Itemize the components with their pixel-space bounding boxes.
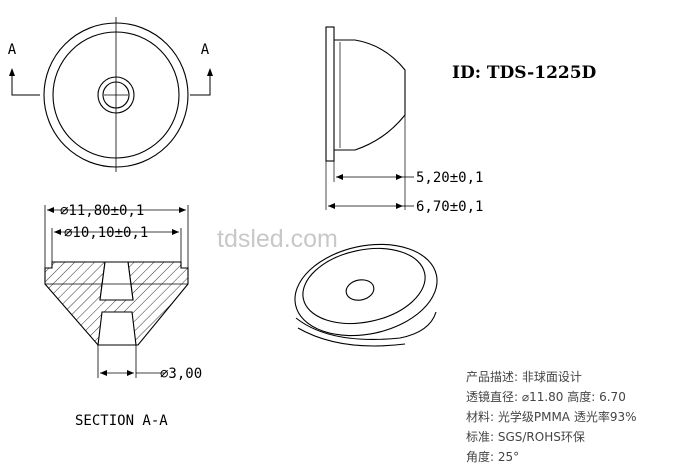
- spec-line: 角度: 25°: [466, 449, 519, 464]
- section-arrow-left: [9, 68, 15, 76]
- watermark: tdsled.com: [217, 225, 338, 253]
- dim-arrow: [47, 207, 54, 213]
- section-arrow-right: [207, 68, 213, 76]
- spec-list: 产品描述: 非球面设计 透镜直径: ⌀11.80 高度: 6.70 材料: 光学…: [466, 370, 637, 464]
- section-mark-right: A: [201, 42, 210, 58]
- dim-bottom-diameter: ⌀3,00: [160, 366, 202, 382]
- dim-inner-diameter: ⌀10,10±0,1: [64, 225, 148, 241]
- section-cut-right: [190, 73, 211, 96]
- iso-outer-rim: [294, 243, 438, 337]
- iso-lower-edge: [295, 311, 437, 340]
- side-view-flange: [325, 26, 335, 162]
- spec-line: 透镜直径: ⌀11.80 高度: 6.70: [466, 389, 626, 404]
- iso-center: [345, 279, 375, 301]
- side-view-body: [334, 39, 406, 151]
- spec-line: 材料: 光学级PMMA 透光率93%: [466, 409, 637, 424]
- dim-arrow: [328, 203, 335, 209]
- id-label: ID: TDS-1225D: [452, 63, 597, 83]
- section-cut-left: [11, 73, 40, 96]
- dim-outer-diameter: ⌀11,80±0,1: [60, 203, 144, 219]
- dim-height-total: 6,70±0,1: [416, 199, 483, 215]
- section-mark-left: A: [8, 42, 17, 58]
- iso-base-edge: [297, 327, 406, 347]
- spec-line: 产品描述: 非球面设计: [466, 370, 582, 384]
- dim-arrow: [396, 174, 403, 180]
- dim-arrow: [127, 370, 134, 376]
- isometric-view: [294, 243, 438, 347]
- section-cavity-bottom: [97, 311, 137, 346]
- section-title: SECTION A-A: [75, 413, 168, 429]
- section-view: [44, 205, 189, 378]
- spec-line: 标准: SGS/ROHS环保: [466, 430, 585, 444]
- dim-height-body: 5,20±0,1: [416, 170, 483, 186]
- section-cavity-top: [99, 261, 134, 301]
- iso-inner-rim: [302, 247, 426, 325]
- dim-arrow: [336, 174, 343, 180]
- dim-arrow: [396, 203, 403, 209]
- dim-arrow: [172, 229, 179, 235]
- dim-arrow: [54, 229, 61, 235]
- dim-arrow: [179, 207, 186, 213]
- dim-arrow: [100, 370, 107, 376]
- side-view: [325, 26, 414, 210]
- top-view: [11, 17, 211, 172]
